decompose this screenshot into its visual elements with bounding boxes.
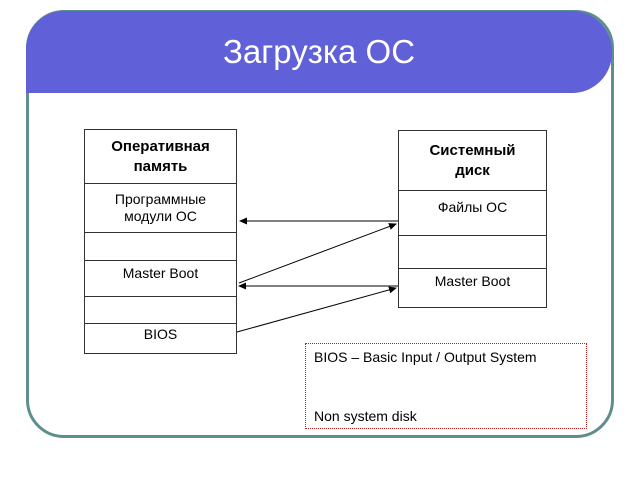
ram-row-bios: BIOS: [85, 324, 236, 353]
legend-bios-definition: BIOS – Basic Input / Output System: [314, 349, 537, 365]
title-bar: [26, 11, 612, 93]
ram-table: Оперативная память Программные модули ОС…: [84, 129, 237, 354]
disk-table: Системный диск Файлы ОС Master Boot: [398, 130, 547, 308]
ram-row-bios-text: BIOS: [143, 326, 178, 342]
ram-row-empty-2: [85, 297, 236, 324]
legend-box: BIOS – Basic Input / Output System Non s…: [305, 343, 587, 429]
ram-header-text: Оперативная память: [111, 137, 210, 175]
legend-non-system-disk: Non system disk: [314, 408, 417, 424]
ram-row-empty-1: [85, 233, 236, 261]
disk-row-empty: [399, 236, 546, 269]
disk-header-text: Системный диск: [429, 141, 516, 179]
ram-row-master-boot-text: Master Boot: [122, 265, 199, 281]
disk-header: Системный диск: [399, 131, 546, 191]
slide-title: Загрузка ОС: [222, 33, 416, 70]
ram-row-os-modules: Программные модули ОС: [85, 184, 236, 233]
disk-row-os-files: Файлы ОС: [399, 191, 546, 236]
disk-row-os-files-text: Файлы ОС: [437, 199, 508, 215]
ram-header: Оперативная память: [85, 130, 236, 184]
ram-row-os-modules-text: Программные модули ОС: [114, 191, 207, 224]
disk-row-master-boot: Master Boot: [399, 269, 546, 307]
disk-row-master-boot-text: Master Boot: [434, 273, 511, 289]
ram-row-master-boot: Master Boot: [85, 261, 236, 297]
